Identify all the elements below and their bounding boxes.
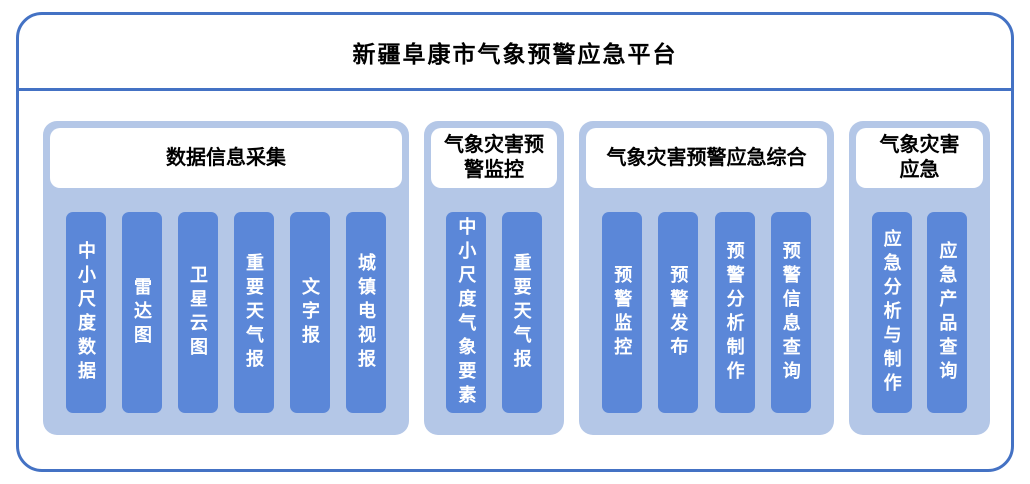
item-bar-label: 应急产品查询	[937, 240, 958, 385]
group-items: 中小尺度数据 雷达图 卫星云图 重要天气报 文字报 城镇电视报	[50, 212, 402, 428]
item-bar-label: 卫星云图	[188, 264, 208, 361]
group-header: 气象灾害预 警监控	[431, 128, 557, 188]
item-bar: 预警分析制作	[714, 212, 755, 413]
platform-frame: 新疆阜康市气象预警应急平台 数据信息采集 中小尺度数据 雷达图 卫星云图 重要天…	[16, 12, 1014, 472]
item-bar-label: 应急分析与制作	[881, 228, 902, 397]
item-bar: 文字报	[290, 212, 330, 413]
group-items: 应急分析与制作 应急产品查询	[856, 212, 983, 428]
item-bar: 预警信息查询	[770, 212, 811, 413]
item-bar-label: 中小尺度气象要素	[456, 216, 477, 409]
item-bar: 中小尺度数据	[66, 212, 106, 413]
item-bar: 重要天气报	[234, 212, 274, 413]
item-bar-label: 雷达图	[132, 276, 152, 349]
item-bar: 城镇电视报	[346, 212, 386, 413]
item-bar-label: 预警信息查询	[780, 240, 801, 385]
group-items: 预警监控 预警发布 预警分析制作 预警信息查询	[586, 212, 827, 428]
group-disaster-emergency: 气象灾害 应急 应急分析与制作 应急产品查询	[849, 121, 990, 435]
item-bar-label: 城镇电视报	[356, 252, 376, 373]
item-bar: 卫星云图	[178, 212, 218, 413]
item-bar-label: 中小尺度数据	[76, 240, 96, 385]
item-bar-label: 文字报	[300, 276, 320, 349]
diagram-title: 新疆阜康市气象预警应急平台	[19, 15, 1011, 91]
item-bar: 中小尺度气象要素	[446, 212, 487, 413]
item-bar: 雷达图	[122, 212, 162, 413]
group-header: 气象灾害 应急	[856, 128, 983, 188]
group-items: 中小尺度气象要素 重要天气报	[431, 212, 557, 428]
item-bar: 预警发布	[658, 212, 699, 413]
item-bar-label: 预警监控	[612, 264, 633, 361]
group-warning-monitoring: 气象灾害预 警监控 中小尺度气象要素 重要天气报	[424, 121, 564, 435]
group-warning-emergency-comprehensive: 气象灾害预警应急综合 预警监控 预警发布 预警分析制作 预警信息查询	[579, 121, 834, 435]
item-bar: 重要天气报	[501, 212, 542, 413]
item-bar: 应急产品查询	[927, 212, 968, 413]
item-bar: 预警监控	[602, 212, 643, 413]
item-bar: 应急分析与制作	[871, 212, 912, 413]
item-bar-label: 重要天气报	[511, 252, 532, 373]
group-header: 数据信息采集	[50, 128, 402, 188]
group-data-collection: 数据信息采集 中小尺度数据 雷达图 卫星云图 重要天气报 文字报 城镇电视报	[43, 121, 409, 435]
diagram-content: 数据信息采集 中小尺度数据 雷达图 卫星云图 重要天气报 文字报 城镇电视报 气…	[19, 91, 1011, 469]
group-header: 气象灾害预警应急综合	[586, 128, 827, 188]
item-bar-label: 预警分析制作	[724, 240, 745, 385]
item-bar-label: 重要天气报	[244, 252, 264, 373]
item-bar-label: 预警发布	[668, 264, 689, 361]
